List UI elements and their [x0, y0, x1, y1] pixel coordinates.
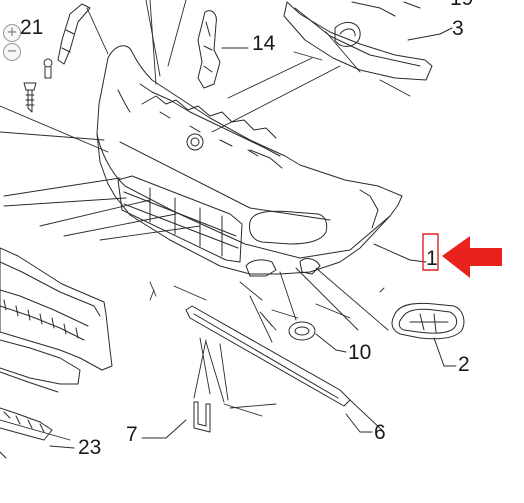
part-clip-7 — [193, 401, 211, 433]
callout-14: 14 — [252, 32, 276, 55]
callout-10: 10 — [348, 341, 372, 364]
callout-19: 19 — [450, 0, 473, 9]
part-bracket-14 — [197, 10, 221, 89]
part-lower-panel-23 — [0, 247, 113, 459]
leader-lines — [0, 0, 411, 441]
part-trim-6 — [185, 305, 351, 407]
part-clip-21 — [23, 3, 91, 113]
red-arrow-icon — [442, 236, 502, 278]
part-fog-lamp-2 — [391, 302, 465, 340]
part-grille-strip — [283, 1, 433, 81]
callout-3: 3 — [452, 17, 464, 40]
callout-pointers — [49, 27, 457, 449]
callout-21: 21 — [20, 16, 44, 39]
part-ring-10 — [288, 321, 316, 341]
callout-6: 6 — [374, 421, 386, 444]
callout-23: 23 — [78, 436, 102, 459]
zoom-out-button[interactable]: − — [3, 43, 21, 61]
callout-7: 7 — [126, 423, 138, 446]
part-bumper-1 — [96, 45, 403, 277]
callout-1: 1 — [426, 247, 438, 270]
highlight-box — [422, 233, 439, 271]
callout-2: 2 — [458, 353, 470, 376]
zoom-in-button[interactable]: + — [3, 24, 21, 42]
